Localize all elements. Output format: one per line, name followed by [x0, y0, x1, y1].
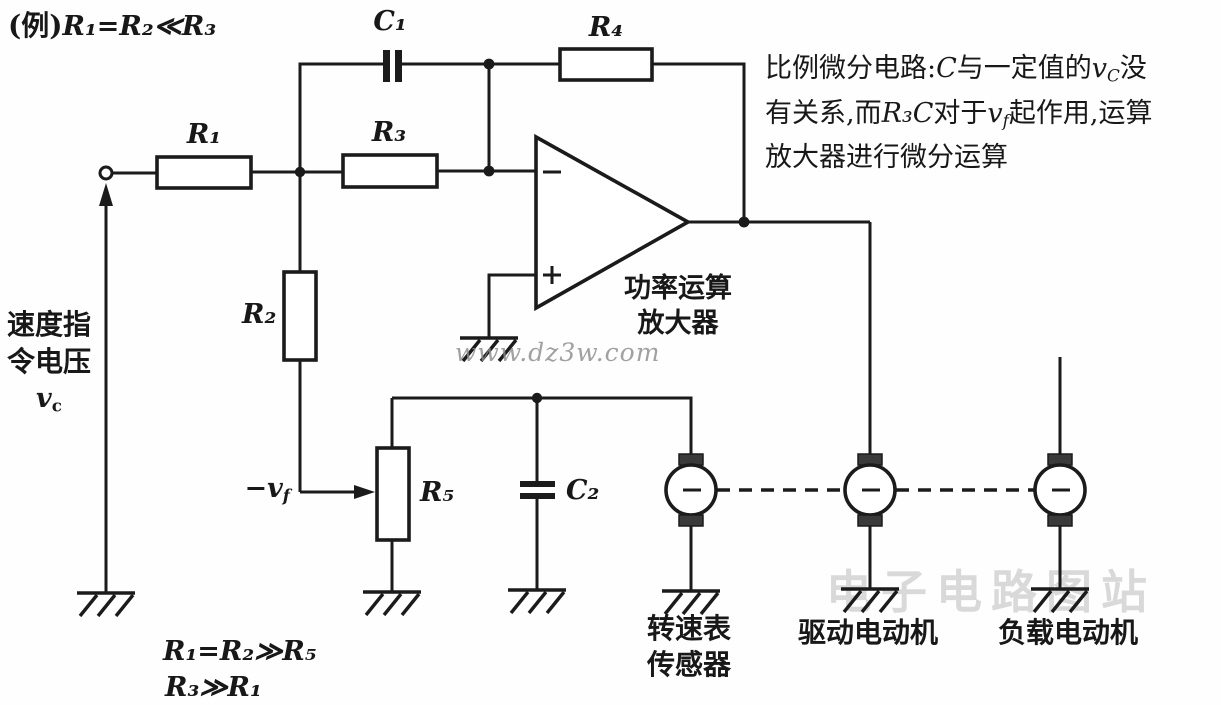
resistor-r1 [155, 155, 345, 190]
input-arrow-up-icon [99, 183, 113, 206]
example-title: (例)R₁=R₂≪R₃ [8, 4, 216, 44]
capacitor-c2 [520, 398, 555, 589]
noninverting-ground-wire [487, 273, 536, 337]
label-c1: C₁ [373, 6, 407, 37]
junction-dot [294, 166, 306, 178]
label-c2: C₂ [566, 475, 600, 506]
watermark-url: www.dz3w.com [455, 338, 661, 367]
annotation-block: 比例微分电路:C与一定值的vC没 有关系,而R₃C对于vf起作用,运算 放大器进… [765, 50, 1152, 176]
label-load-motor: 负载电动机 [997, 616, 1139, 649]
resistor-r4 [558, 47, 746, 222]
input-terminal [98, 165, 157, 592]
title-prefix: (例) [8, 9, 63, 42]
label-tachometer-sensor: 转速表 传感器 [646, 612, 732, 681]
label-r1: R₁ [186, 119, 222, 150]
brush-block [857, 514, 883, 527]
feedback-bus [392, 392, 693, 454]
annotation-line-3: 放大器进行微分运算 [765, 142, 1008, 174]
brush-block [678, 514, 704, 527]
ground-icon-r5 [361, 590, 423, 617]
label-opamp-name: 功率运算 放大器 [624, 273, 732, 339]
label-r4: R₄ [588, 12, 624, 43]
junction-dot [738, 216, 750, 228]
annotation-line-1: 比例微分电路:C与一定值的vC没 [765, 53, 1147, 86]
ground-icon-input [75, 591, 137, 618]
annotation-line-2: 有关系,而R₃C对于vf起作用,运算 [765, 97, 1153, 131]
title-formula: R₁=R₂≪R₃ [62, 11, 217, 42]
node-riser [294, 62, 383, 272]
output-wire [688, 216, 872, 454]
label-r2: R₂ [242, 299, 277, 330]
ground-icon-load [1029, 587, 1091, 614]
ground-icon-c2 [506, 588, 568, 615]
resistor-r3 [341, 153, 536, 189]
tachometer-motor [664, 453, 718, 590]
drive-motor [843, 453, 897, 588]
resistor-r2 [282, 270, 318, 492]
brush-block [1047, 514, 1073, 527]
formula-2: R₃≫R₁ [165, 672, 262, 703]
label-r5: R₅ [420, 477, 455, 508]
load-motor [1033, 357, 1087, 588]
label-drive-motor: 驱动电动机 [797, 616, 939, 649]
label-r3: R₃ [371, 117, 407, 148]
ground-icon-drive [839, 587, 901, 614]
label-speed-command-voltage: 速度指 令电压 vc [6, 308, 92, 416]
formula-1: R₁=R₂≫R₅ [163, 636, 317, 667]
opamp [487, 133, 692, 337]
arrow-right-icon [354, 485, 375, 499]
feedback-arrow [300, 485, 375, 499]
label-feedback-voltage: −vf [244, 473, 290, 506]
resistor-r5-potentiometer [375, 398, 411, 591]
capacitor-c1 [383, 50, 560, 82]
